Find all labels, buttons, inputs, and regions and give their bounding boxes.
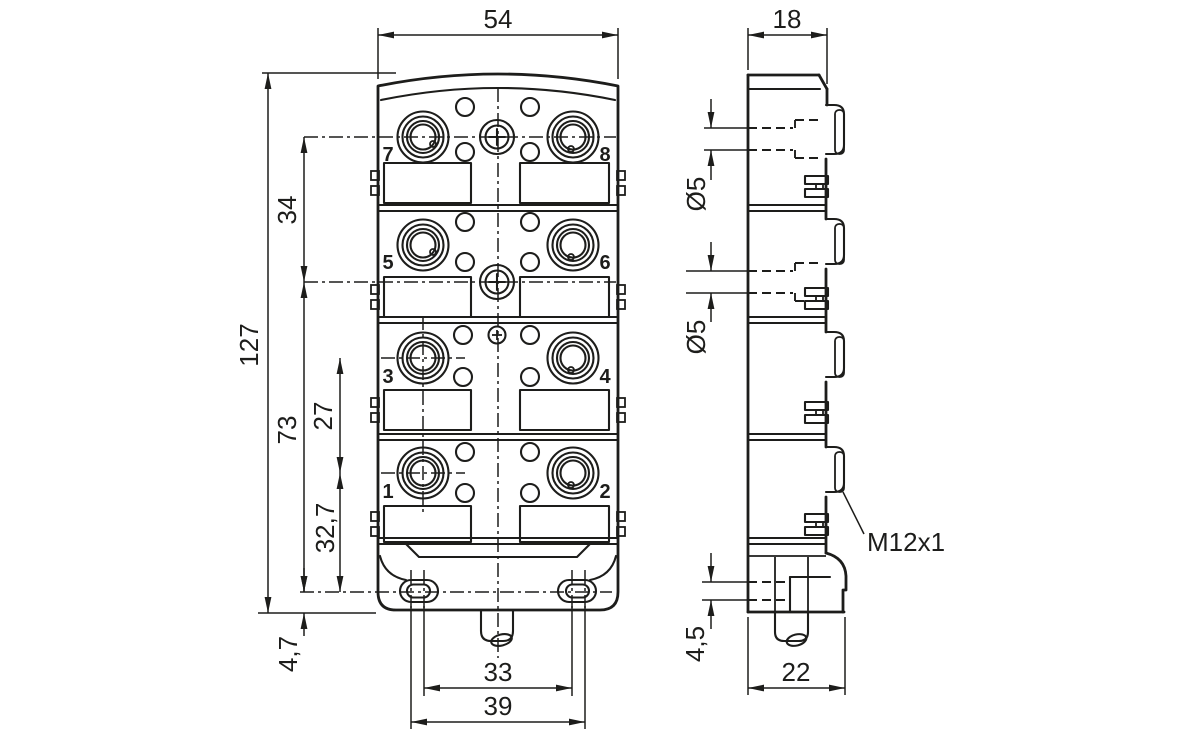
label-plates [382,161,611,544]
key-notch [429,248,437,256]
port-number-5: 5 [382,252,393,274]
mounting-slot-left [398,578,440,604]
dim-mount-to-bottom: 4,7 [273,568,308,672]
dim-port1-to-mount: 32,7 [310,473,344,592]
dim-slot-span-outer-label: 39 [484,691,513,721]
dim-base-depth-label: 22 [782,657,811,687]
key-notch [567,366,575,374]
cable-gland-front [479,609,515,647]
side-foot-detail [748,555,832,614]
mounting-clip-3 [803,400,830,425]
side-body-outline [746,73,848,614]
port-number-4: 4 [599,366,611,388]
m12-socket-2 [546,446,600,500]
dim-slot-span-inner-label: 33 [484,657,513,687]
dim-upper-port-pitch-label: 34 [272,196,302,225]
dim-overall-width: 54 [378,4,618,39]
dim-lower-port-pitch: 27 [308,358,344,473]
dim-port1-to-mount-label: 32,7 [310,503,340,554]
thread-callout-label: M12x1 [867,527,945,557]
dim-lower-port-pitch-label: 27 [308,402,338,431]
dim-hole-upper: Ø5 [681,99,715,212]
edge-ticks [370,170,626,537]
m12-socket-4 [546,331,600,385]
dim-overall-height: 127 [234,73,272,613]
connector-bump-row5 [824,217,846,266]
connector-bump-row7 [824,103,846,156]
side-module-seams [746,203,828,546]
dim-slot-height: 4,5 [680,553,715,662]
thread-callout: M12x1 [842,491,945,557]
port-number-1: 1 [382,481,393,503]
thread-leader-line [842,491,865,535]
dim-upper-port-pitch: 34 [272,137,308,282]
hidden-hole-lines [748,119,822,601]
port-number-2: 2 [599,481,610,503]
connector-bump-row1 [824,445,846,494]
port-number-3: 3 [382,366,393,388]
dim-body-depth: 18 [748,4,827,39]
small-center-hole [487,325,507,345]
m12-socket-5 [396,218,450,272]
key-notch [567,481,575,489]
port-number-6: 6 [599,252,610,274]
dim-port5-to-mount-label: 73 [272,416,302,445]
mounting-clip-2 [803,286,830,311]
mounting-slot-right [556,578,598,604]
front-view: 1 2 3 4 5 6 7 8 54 127 34 [234,4,626,729]
front-centerlines [300,88,616,658]
dim-mount-to-bottom-label: 4,7 [273,636,303,672]
dim-overall-width-label: 54 [484,4,513,34]
mounting-clip-1 [803,174,830,199]
dim-port5-to-mount: 73 [272,282,308,592]
cable-gland-side [773,610,810,647]
port-number-7: 7 [382,144,393,166]
led-indicators [452,96,541,504]
dim-slot-span-outer: 39 [411,691,585,726]
key-notch [429,140,437,148]
dim-overall-height-label: 127 [234,323,264,366]
dim-hole-upper-label: Ø5 [681,177,711,212]
mounting-clip-4 [803,512,830,537]
key-notch [567,253,575,261]
front-extension-lines [258,28,619,729]
port-number-8: 8 [599,144,610,166]
dim-base-depth: 22 [748,657,845,692]
dim-slot-height-label: 4,5 [680,626,710,662]
dim-hole-lower-label: Ø5 [681,320,711,355]
dim-hole-lower: Ø5 [681,242,715,355]
side-view: 18 Ø5 Ø5 4,5 22 M12x1 [680,4,945,695]
dim-body-depth-label: 18 [773,4,802,34]
connector-bump-row3 [824,330,846,379]
front-body-outline [376,72,620,612]
key-notch [567,145,575,153]
dim-slot-span-inner: 33 [424,657,572,692]
m12-socket-6 [546,218,600,272]
